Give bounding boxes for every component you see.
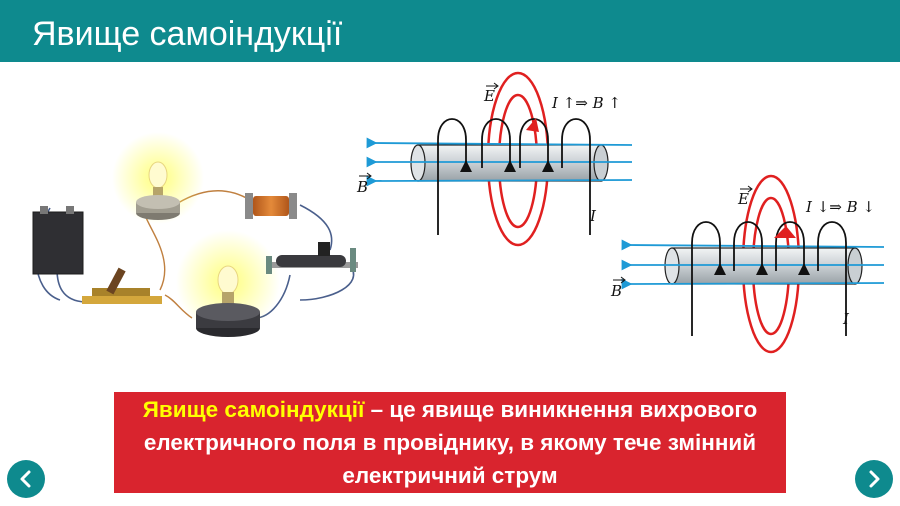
- current-label: I: [589, 207, 597, 225]
- relation-label: I ↑⇒ B ↑: [551, 94, 621, 112]
- header-bar: Явище самоіндукції: [0, 0, 900, 62]
- e-field-label: E: [737, 190, 749, 208]
- battery: [32, 211, 84, 275]
- circuit-illustration: [32, 132, 358, 337]
- wire: [299, 204, 333, 251]
- next-slide-button[interactable]: [855, 460, 893, 498]
- solenoid-diagram-bottom: E B I I ↓⇒ B ↓: [610, 174, 885, 354]
- inductor-coil: [245, 193, 297, 219]
- solenoid-diagram-top: E B I I ↑⇒ B ↑: [356, 71, 633, 247]
- page-title: Явище самоіндукції: [32, 15, 343, 53]
- chevron-left-icon: [20, 470, 31, 488]
- prev-slide-button[interactable]: [7, 460, 45, 498]
- definition-term: Явище самоіндукції: [142, 397, 365, 422]
- wire: [299, 264, 355, 301]
- rheostat: [266, 242, 358, 274]
- wire: [144, 214, 166, 291]
- current-label: I: [842, 310, 850, 328]
- lamp-lower: [176, 230, 280, 337]
- e-field-label: E: [483, 87, 495, 105]
- b-field-label: B: [610, 282, 622, 300]
- illustration-area: E B I I ↑⇒ B ↑ E B I I ↓: [32, 71, 885, 354]
- chevron-right-icon: [869, 470, 880, 488]
- knife-switch: [82, 267, 162, 304]
- definition-box: Явище самоіндукції – це явище виникнення…: [114, 392, 786, 493]
- relation-label: I ↓⇒ B ↓: [805, 198, 875, 216]
- lamp-upper: [112, 132, 204, 224]
- definition-text: – це явище виникнення вихрового електрич…: [143, 397, 758, 488]
- b-field-label: B: [356, 178, 368, 196]
